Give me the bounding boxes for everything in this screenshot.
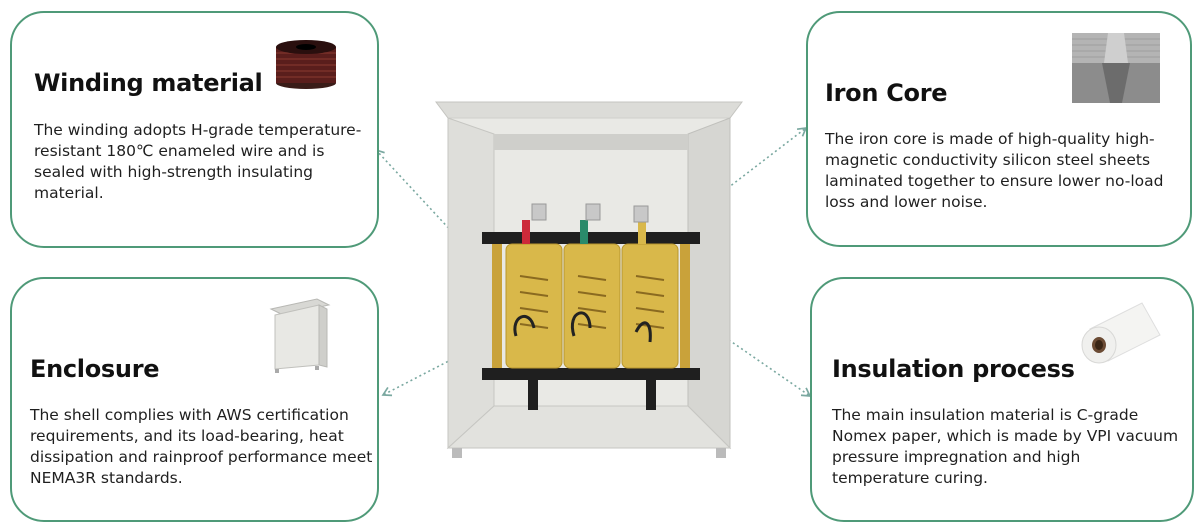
insulation-description: The main insulation material is C-grade … (832, 406, 1179, 487)
winding-description: The winding adopts H-grade temperature-r… (34, 121, 362, 202)
iron-core-card: Iron Core The iron core is made of high-… (806, 11, 1192, 247)
winding-material-card: Winding material The winding adopts H-gr… (10, 11, 379, 248)
metal-enclosure-icon (269, 298, 331, 373)
core-description: The iron core is made of high-quality hi… (825, 130, 1164, 211)
silicon-steel-core-icon (1072, 33, 1160, 103)
transformer-product-image (435, 101, 743, 458)
enclosure-card: Enclosure The shell complies with AWS ce… (10, 277, 379, 522)
insulation-process-card: Insulation process The main insulation m… (810, 277, 1194, 522)
nomex-paper-roll-icon (1081, 302, 1161, 364)
enclosure-description: The shell complies with AWS certificatio… (30, 406, 373, 487)
insulation-title: Insulation process (832, 355, 1075, 383)
enclosure-title: Enclosure (30, 355, 160, 383)
winding-title: Winding material (34, 69, 263, 97)
core-title: Iron Core (825, 79, 948, 107)
copper-wire-spool-icon (276, 40, 336, 89)
